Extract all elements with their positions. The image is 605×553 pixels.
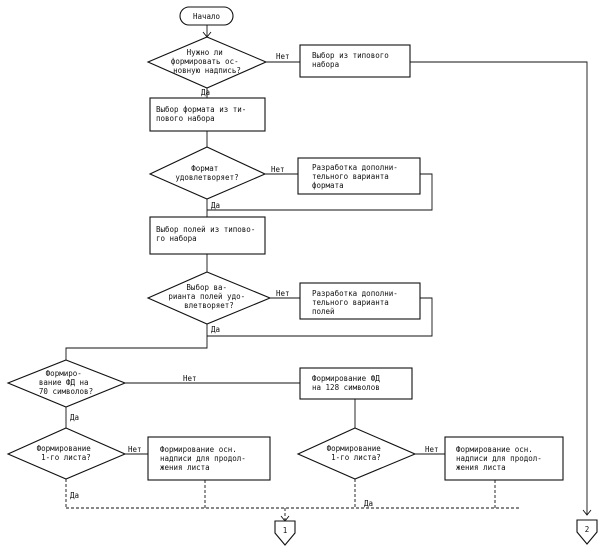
process-p3: Формирование ФД на 128 символов — [299, 367, 413, 400]
process-b3-line: полей — [312, 307, 335, 316]
decision-d5: Формирование 1-го листа? — [6, 427, 127, 480]
label-no: Нет — [425, 445, 439, 454]
decision-d3-line: Выбор ва- — [186, 283, 227, 292]
process-b5-line: жения листа — [456, 463, 506, 472]
process-p3-line: на 128 символов — [312, 383, 380, 392]
process-b1-line: Выбор из типового — [312, 51, 389, 60]
flow-lines — [65, 25, 592, 522]
connector-2: 2 — [576, 519, 598, 545]
decision-d2-text: Формат удовлетворяет? — [175, 164, 238, 182]
decision-d4-line: вание ФД на — [39, 378, 89, 387]
process-b4-line: жения листа — [160, 463, 210, 472]
label-no: Нет — [183, 374, 197, 383]
decision-d4-line: Формиро- — [46, 369, 82, 378]
process-b4: Формирование осн. надписи для продол- же… — [147, 436, 271, 481]
process-b3-line: тельного варианта — [312, 298, 389, 307]
decision-d3-line: рианта полей удо- — [168, 292, 245, 301]
decision-d5-line: Формирование — [37, 444, 92, 453]
process-b1-line: набора — [312, 60, 339, 69]
decision-d6-line: 1-го листа? — [331, 453, 381, 462]
label-yes: Да — [211, 201, 220, 210]
decision-d4: Формиро- вание ФД на 70 символов? — [6, 359, 127, 408]
label-no: Нет — [276, 52, 290, 61]
process-p2-line: го набора — [156, 234, 197, 243]
process-p1-line: пового набора — [156, 114, 215, 123]
process-b2-text: Разработка дополни- тельного варианта фо… — [312, 163, 402, 190]
branch-labels: Нет Да Нет Да Нет Да Нет Да Нет Да Нет Д… — [70, 52, 439, 508]
process-b4-line: надписи для продол- — [160, 454, 246, 463]
process-b5-line: Формирование осн. — [456, 445, 533, 454]
decision-d4-line: 70 символов? — [39, 387, 93, 396]
process-b5-text: Формирование осн. надписи для продол- же… — [456, 445, 546, 472]
process-b5-line: надписи для продол- — [456, 454, 542, 463]
decision-d1-line: новную надпись? — [173, 66, 241, 75]
process-p3-line: Формирование ФД — [312, 374, 380, 383]
process-b4-text: Формирование осн. надписи для продол- же… — [160, 445, 250, 472]
connector-1-label: 1 — [283, 526, 288, 535]
decision-d3-text: Выбор ва- рианта полей удо- влетворяет? — [168, 283, 249, 310]
decision-d1-text: Нужно ли формировать ос- новную надпись? — [171, 48, 243, 75]
decision-d1: Нужно ли формировать ос- новную надпись? — [146, 36, 268, 89]
process-b4-line: Формирование осн. — [160, 445, 237, 454]
decision-d5-line: 1-го листа? — [41, 453, 91, 462]
decision-d3: Выбор ва- рианта полей удо- влетворяет? — [146, 271, 272, 325]
connector-1: 1 — [274, 520, 296, 546]
start-terminal: Начало — [179, 6, 234, 26]
decision-d2: Формат удовлетворяет? — [148, 146, 267, 200]
process-b5: Формирование осн. надписи для продол- же… — [444, 436, 564, 481]
label-no: Нет — [128, 445, 142, 454]
start-label: Начало — [193, 12, 221, 21]
process-b2-line: Разработка дополни- — [312, 163, 398, 172]
process-p1-text: Выбор формата из ти- пового набора — [156, 105, 251, 123]
label-no: Нет — [271, 165, 285, 174]
label-yes: Да — [70, 413, 79, 422]
process-b3-line: Разработка дополни- — [312, 289, 398, 298]
decision-d2-line: Формат — [191, 164, 218, 173]
decision-d6: Формирование 1-го листа? — [296, 427, 417, 480]
label-yes: Да — [211, 325, 220, 334]
process-p2-text: Выбор полей из типово- го набора — [156, 225, 260, 243]
label-yes: Да — [70, 491, 79, 500]
process-b1: Выбор из типового набора — [299, 44, 411, 78]
process-p2: Выбор полей из типово- го набора — [149, 216, 266, 255]
label-yes: Да — [364, 499, 373, 508]
label-yes: Да — [201, 88, 210, 97]
process-b2-line: формата — [312, 181, 344, 190]
process-b3: Разработка дополни- тельного варианта по… — [299, 282, 421, 320]
connector-2-label: 2 — [585, 525, 590, 534]
process-b1-text: Выбор из типового набора — [312, 51, 393, 69]
label-no: Нет — [276, 289, 290, 298]
decision-d4-text: Формиро- вание ФД на 70 символов? — [39, 369, 93, 396]
decision-d6-line: Формирование — [327, 444, 382, 453]
process-p1-line: Выбор формата из ти- — [156, 105, 246, 114]
process-b2: Разработка дополни- тельного варианта фо… — [297, 157, 421, 195]
decision-d1-line: формировать ос- — [171, 57, 239, 66]
decision-d2-line: удовлетворяет? — [175, 173, 238, 182]
process-p2-line: Выбор полей из типово- — [156, 225, 255, 234]
decision-d5-text: Формирование 1-го листа? — [37, 444, 96, 462]
process-b3-text: Разработка дополни- тельного варианта по… — [312, 289, 402, 316]
decision-d6-text: Формирование 1-го листа? — [327, 444, 386, 462]
decision-d3-line: влетворяет? — [184, 301, 234, 310]
process-b2-line: тельного варианта — [312, 172, 389, 181]
process-p1: Выбор формата из ти- пового набора — [149, 97, 266, 132]
decision-d1-line: Нужно ли — [187, 48, 223, 57]
process-p3-text: Формирование ФД на 128 символов — [312, 374, 384, 392]
